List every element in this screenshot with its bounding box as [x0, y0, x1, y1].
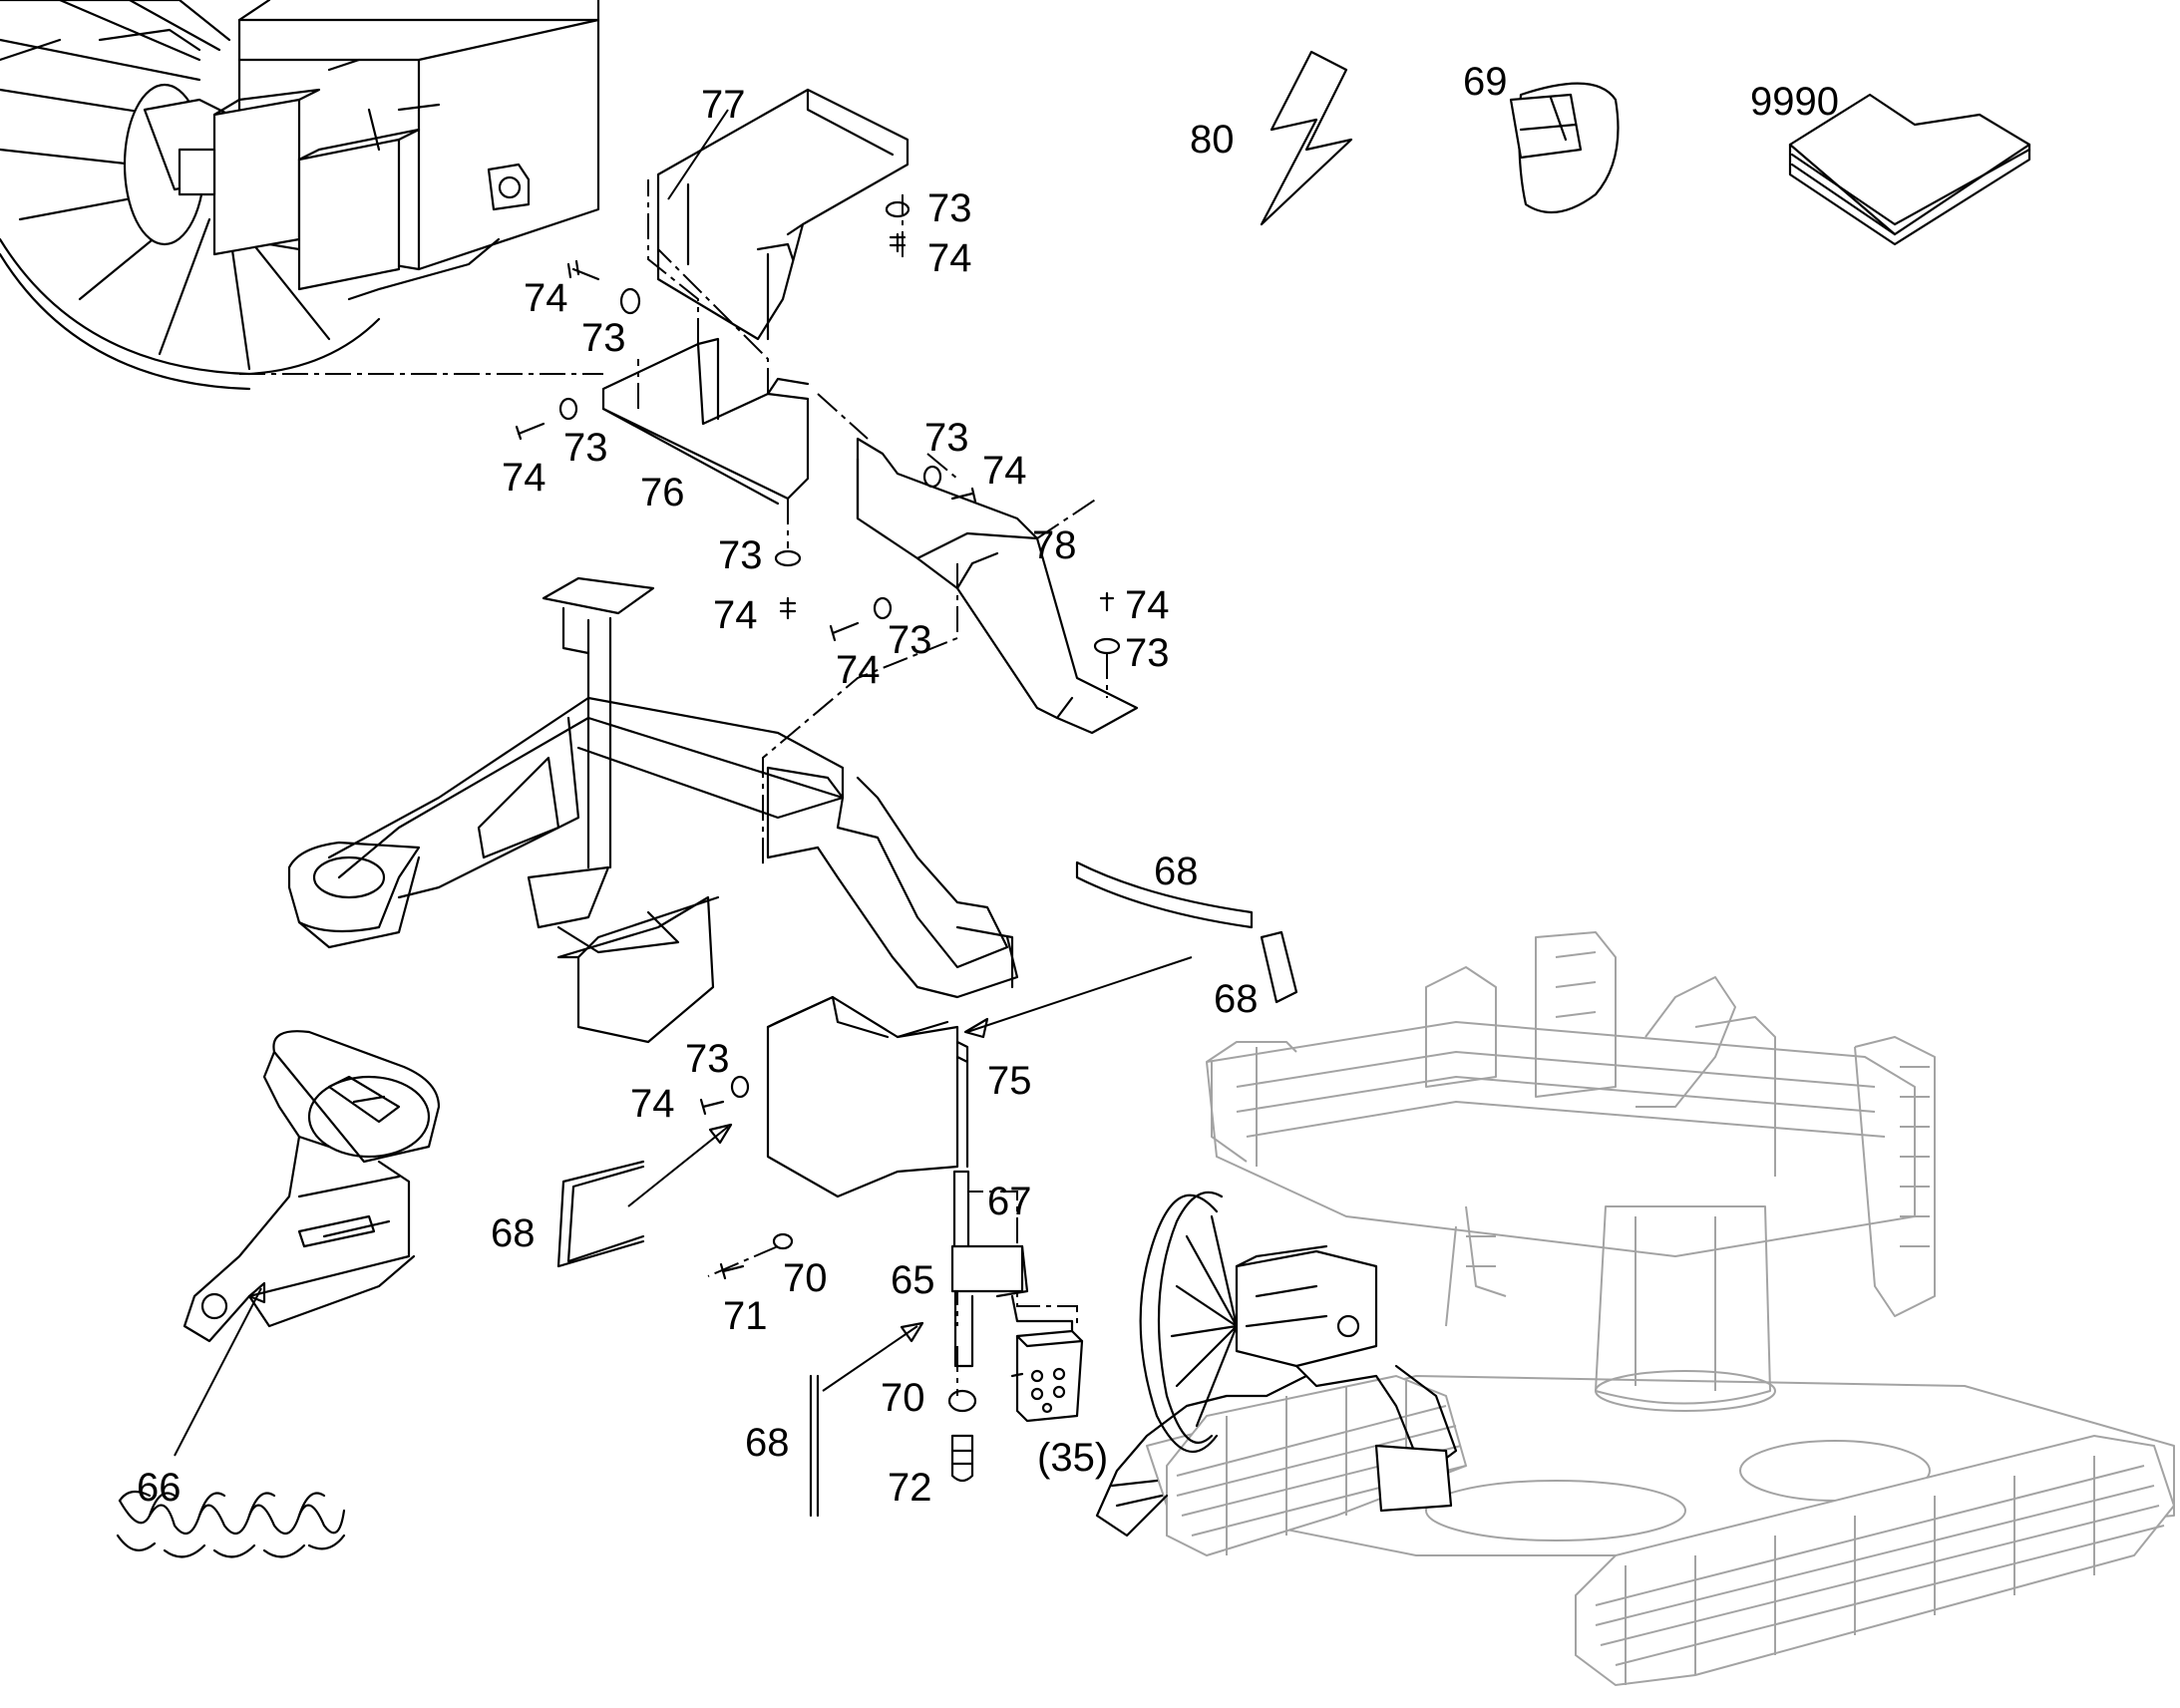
spring-66	[116, 1490, 346, 1558]
callout-35: (35)	[1037, 1436, 1108, 1480]
callout-65: 65	[891, 1258, 935, 1302]
callout-77: 77	[701, 83, 746, 127]
callout-74: 74	[982, 449, 1027, 493]
crane-context	[1146, 931, 2176, 1687]
swivel-bracket	[182, 1030, 441, 1343]
callout-76: 76	[640, 471, 685, 514]
alignment-lines	[239, 179, 1108, 1396]
callout-74: 74	[927, 236, 972, 280]
callout-68: 68	[491, 1211, 536, 1255]
callout-69: 69	[1463, 60, 1508, 104]
callout-74: 74	[836, 648, 881, 692]
callout-74: 74	[524, 276, 568, 320]
callout-66: 66	[137, 1466, 182, 1510]
callout-75: 75	[987, 1059, 1032, 1103]
callout-67: 67	[987, 1180, 1032, 1223]
callout-70: 70	[783, 1256, 828, 1300]
control-box-35	[1010, 1329, 1084, 1423]
bracket-78	[856, 437, 1139, 735]
callout-73: 73	[685, 1037, 730, 1081]
cable-68	[556, 860, 1298, 1518]
callout-68: 68	[745, 1421, 790, 1465]
lightning-bolt-icon	[1260, 50, 1353, 226]
leader-lines	[174, 109, 1193, 1457]
callout-74: 74	[713, 593, 758, 637]
callout-71: 71	[723, 1294, 768, 1338]
bracket-76	[601, 337, 810, 506]
housing-75	[766, 995, 969, 1198]
callout-72: 72	[888, 1466, 932, 1510]
callout-80: 80	[1190, 118, 1235, 162]
callout-74: 74	[630, 1082, 675, 1126]
callout-73: 73	[888, 618, 932, 662]
fasteners-upper	[515, 200, 1121, 655]
bracket-77	[656, 88, 909, 341]
callout-70: 70	[881, 1376, 925, 1420]
callout-73: 73	[1125, 631, 1170, 675]
fasteners-lower	[699, 1075, 794, 1280]
callout-68: 68	[1214, 977, 1259, 1021]
callout-74: 74	[502, 456, 546, 500]
callout-74: 74	[1125, 583, 1170, 627]
callout-73: 73	[924, 416, 969, 460]
strap-clamp-item-69	[1509, 82, 1620, 214]
callout-73: 73	[718, 533, 763, 577]
rod-assembly	[947, 1170, 1074, 1483]
callout-78: 78	[1032, 523, 1077, 567]
callout-9990: 9990	[1750, 80, 1839, 124]
callout-73: 73	[581, 316, 626, 360]
frame-boom	[287, 576, 1019, 1044]
manual-book-icon	[1788, 93, 2031, 246]
callout-68: 68	[1154, 850, 1199, 893]
callout-73: 73	[563, 426, 608, 470]
cable-reel-assembly-top	[0, 0, 600, 391]
callout-labels: 80 69 9990 77 73 74 74 73 74 73 76 73 74…	[137, 60, 1839, 1510]
callout-73: 73	[927, 186, 972, 230]
crane-cable-reel	[1095, 1191, 1458, 1537]
